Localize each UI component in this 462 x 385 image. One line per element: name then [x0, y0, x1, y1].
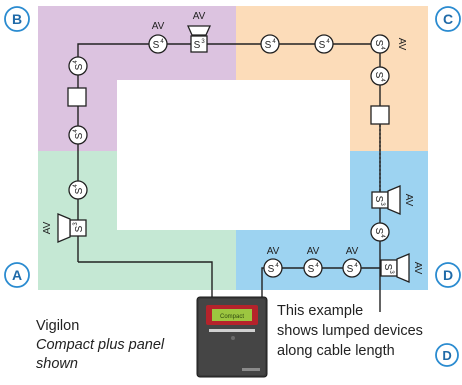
- sounder-left-2: S 4: [68, 125, 88, 145]
- svg-text:S: S: [74, 225, 85, 232]
- svg-text:D: D: [442, 348, 451, 363]
- svg-text:S: S: [382, 264, 393, 271]
- sounder-bottom-1: S 4: [263, 258, 283, 278]
- svg-text:4: 4: [160, 39, 164, 45]
- panel-caption-line-3: shown: [36, 356, 78, 372]
- svg-text:S: S: [74, 132, 85, 139]
- av-label-right-2: AV: [403, 194, 414, 207]
- svg-text:A: A: [12, 267, 22, 283]
- sounder-bottom-3: S 4: [342, 258, 362, 278]
- control-panel: Compact: [196, 296, 268, 378]
- svg-text:4: 4: [272, 39, 276, 45]
- svg-text:4: 4: [275, 263, 279, 269]
- zone-badge-a: A: [4, 262, 30, 288]
- svg-text:B: B: [12, 11, 22, 27]
- example-note-line-1: This example: [277, 303, 364, 319]
- svg-text:S: S: [265, 40, 272, 51]
- svg-text:4: 4: [354, 263, 358, 269]
- svg-text:S: S: [319, 40, 326, 51]
- av-label-top-1: AV: [152, 21, 165, 32]
- svg-text:S: S: [74, 187, 85, 194]
- sounder-right-1: S 4: [370, 34, 390, 54]
- svg-text:4: 4: [73, 184, 79, 188]
- svg-text:3: 3: [379, 202, 385, 206]
- beacon-sounder-left: S 3: [57, 213, 87, 243]
- sounder-bottom-2: S 4: [303, 258, 323, 278]
- zone-badge-d: D: [435, 262, 461, 288]
- svg-text:4: 4: [73, 60, 79, 64]
- svg-text:S: S: [308, 264, 315, 275]
- svg-text:S: S: [373, 196, 384, 203]
- panel-caption-line-1: Vigilon: [36, 318, 80, 334]
- center-area: [117, 80, 350, 230]
- sounder-left-1: S 4: [68, 56, 88, 76]
- example-note-line-2: shows lumped devices: [277, 323, 423, 339]
- zone-badge-b: B: [4, 6, 30, 32]
- panel-screen-text: Compact: [220, 314, 244, 320]
- svg-text:4: 4: [379, 46, 385, 50]
- sounder-top-3: S 4: [314, 34, 334, 54]
- sounder-left-3: S 4: [68, 180, 88, 200]
- svg-text:S: S: [194, 40, 201, 51]
- svg-text:C: C: [443, 11, 453, 27]
- isolator-box-left: [67, 87, 87, 107]
- sounder-top-2: S 4: [260, 34, 280, 54]
- panel-caption-line-2: Compact plus panel: [36, 337, 165, 353]
- sounder-right-3: S 4: [370, 222, 390, 242]
- svg-text:S: S: [347, 264, 354, 275]
- svg-text:S: S: [268, 264, 275, 275]
- av-label-bottom-1: AV: [267, 246, 280, 257]
- sounder-top-1: S 4: [148, 34, 168, 54]
- svg-text:D: D: [443, 267, 453, 283]
- svg-text:S: S: [373, 40, 384, 47]
- beacon-sounder-bottom: S 3: [380, 253, 410, 283]
- svg-text:3: 3: [388, 270, 394, 274]
- av-label-bottom-2: AV: [307, 246, 320, 257]
- svg-text:S: S: [373, 72, 384, 79]
- av-label-bottom-3: AV: [346, 246, 359, 257]
- svg-text:S: S: [74, 63, 85, 70]
- example-note-line-3: along cable length: [277, 343, 395, 359]
- note-badge-d: D: [435, 343, 459, 367]
- svg-text:4: 4: [379, 78, 385, 82]
- sounder-right-2: S 4: [370, 66, 390, 86]
- svg-text:3: 3: [73, 222, 79, 226]
- svg-text:4: 4: [379, 234, 385, 238]
- av-label-bottom-4: AV: [412, 262, 423, 275]
- beacon-sounder-right-1: S 3: [371, 185, 401, 215]
- av-label-top-2: AV: [193, 11, 206, 22]
- isolator-box-right: [370, 105, 390, 125]
- beacon-sounder-top: S 3: [186, 25, 212, 53]
- svg-text:4: 4: [315, 263, 319, 269]
- panel-screen: [212, 309, 252, 321]
- svg-text:4: 4: [326, 39, 330, 45]
- svg-text:S: S: [153, 40, 160, 51]
- av-label-right-1: AV: [396, 38, 407, 51]
- av-label-left: AV: [42, 221, 53, 234]
- zone-badge-c: C: [435, 6, 461, 32]
- svg-text:S: S: [373, 228, 384, 235]
- svg-text:4: 4: [73, 129, 79, 133]
- svg-text:3: 3: [201, 39, 205, 45]
